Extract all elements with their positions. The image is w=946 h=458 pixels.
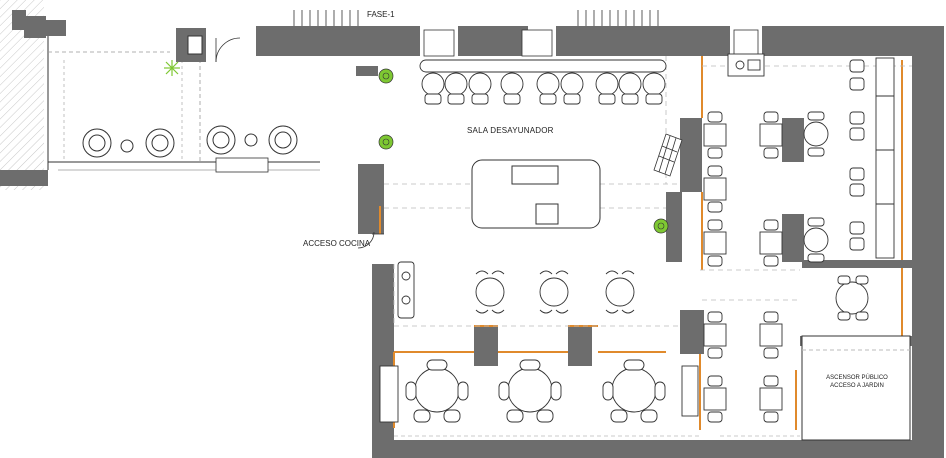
lift-label-line1: ASCENSOR PÚBLICO	[826, 375, 888, 381]
lift-room	[801, 335, 911, 441]
plant-icon	[164, 60, 180, 76]
table-5	[602, 359, 666, 423]
table-4	[605, 270, 635, 314]
plant-icon	[653, 218, 669, 234]
kitchen-access-label: ACCESO COCINA	[303, 239, 371, 248]
armchair	[145, 128, 175, 158]
armchair	[206, 125, 236, 155]
plant-icon	[378, 134, 394, 150]
side-table	[120, 139, 134, 153]
round-table-small	[803, 111, 829, 263]
armchair	[268, 125, 298, 155]
lift-label: ASCENSOR PÚBLICO ACCESO A JARDIN	[812, 374, 902, 390]
table-4	[539, 270, 569, 314]
counter-bench	[419, 59, 667, 105]
walls	[256, 26, 944, 458]
side-table	[244, 133, 258, 147]
armchair	[82, 128, 112, 158]
kitchen-door	[357, 231, 384, 249]
table-4	[835, 275, 869, 321]
table-5	[498, 359, 562, 423]
console	[379, 261, 699, 423]
plant-icon	[378, 68, 394, 84]
radiator	[653, 133, 683, 177]
table-2-column-a	[703, 111, 727, 423]
table-4	[475, 270, 505, 314]
windows	[423, 29, 759, 57]
table-5	[405, 359, 469, 423]
stair-marks	[293, 10, 659, 26]
sink	[727, 53, 765, 77]
booth-seating	[849, 57, 895, 259]
room-label: SALA DESAYUNADOR	[467, 126, 554, 135]
table-2-column-b	[759, 111, 783, 423]
phase-label: FASE-1	[367, 10, 395, 19]
buffet-island	[471, 159, 601, 229]
lift-label-line2: ACCESO A JARDIN	[830, 383, 884, 390]
left-annex	[0, 0, 320, 190]
